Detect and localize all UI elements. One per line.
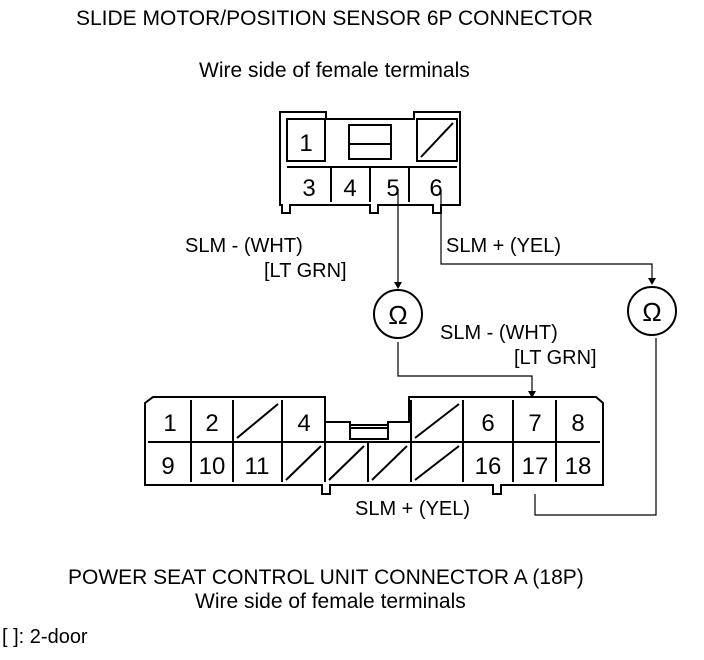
bottom-pin-17: 17 <box>522 453 549 480</box>
bottom-pin-1: 1 <box>163 410 176 437</box>
bottom-pin-9: 9 <box>161 453 174 480</box>
top-connector <box>279 111 461 214</box>
bottom-pin-16: 16 <box>475 453 502 480</box>
slm-minus-mid-label: SLM - (WHT) <box>440 322 558 344</box>
bottom-pin-4: 4 <box>297 410 310 437</box>
ohmmeter-left: Ω <box>373 289 423 339</box>
top-connector-title: SLIDE MOTOR/POSITION SENSOR 6P CONNECTOR <box>76 7 593 30</box>
ohm-icon: Ω <box>388 300 407 330</box>
slm-plus-top-label: SLM + (YEL) <box>446 235 561 257</box>
bottom-pin-11: 11 <box>245 453 270 480</box>
bottom-pin-18: 18 <box>565 453 592 480</box>
ohmmeter-right: Ω <box>627 286 677 336</box>
bottom-pin-6: 6 <box>481 410 494 437</box>
bottom-pin-8: 8 <box>571 410 584 437</box>
bottom-connector <box>144 396 604 495</box>
top-pin-3: 3 <box>302 175 315 202</box>
bottom-connector-subtitle: Wire side of female terminals <box>195 590 466 613</box>
bottom-connector-title: POWER SEAT CONTROL UNIT CONNECTOR A (18P… <box>68 566 584 589</box>
top-pin-1: 1 <box>299 130 312 157</box>
test-leads <box>397 192 657 516</box>
door-note: [ ]: 2-door <box>2 626 88 648</box>
bottom-pin-7: 7 <box>528 410 541 437</box>
top-pin-4: 4 <box>343 175 356 202</box>
top-pin-6: 6 <box>429 175 442 202</box>
ohm-icon: Ω <box>642 297 661 327</box>
slm-plus-bottom-label: SLM + (YEL) <box>355 498 470 520</box>
slm-minus-top-label: SLM - (WHT) <box>185 235 303 257</box>
bottom-pin-2: 2 <box>205 410 218 437</box>
slm-minus-top-alt-label: [LT GRN] <box>264 260 347 282</box>
top-connector-subtitle: Wire side of female terminals <box>199 59 470 82</box>
lead-tips <box>394 278 656 398</box>
slm-minus-mid-alt-label: [LT GRN] <box>514 347 597 369</box>
bottom-pin-10: 10 <box>199 453 226 480</box>
top-pin-5: 5 <box>386 175 399 202</box>
